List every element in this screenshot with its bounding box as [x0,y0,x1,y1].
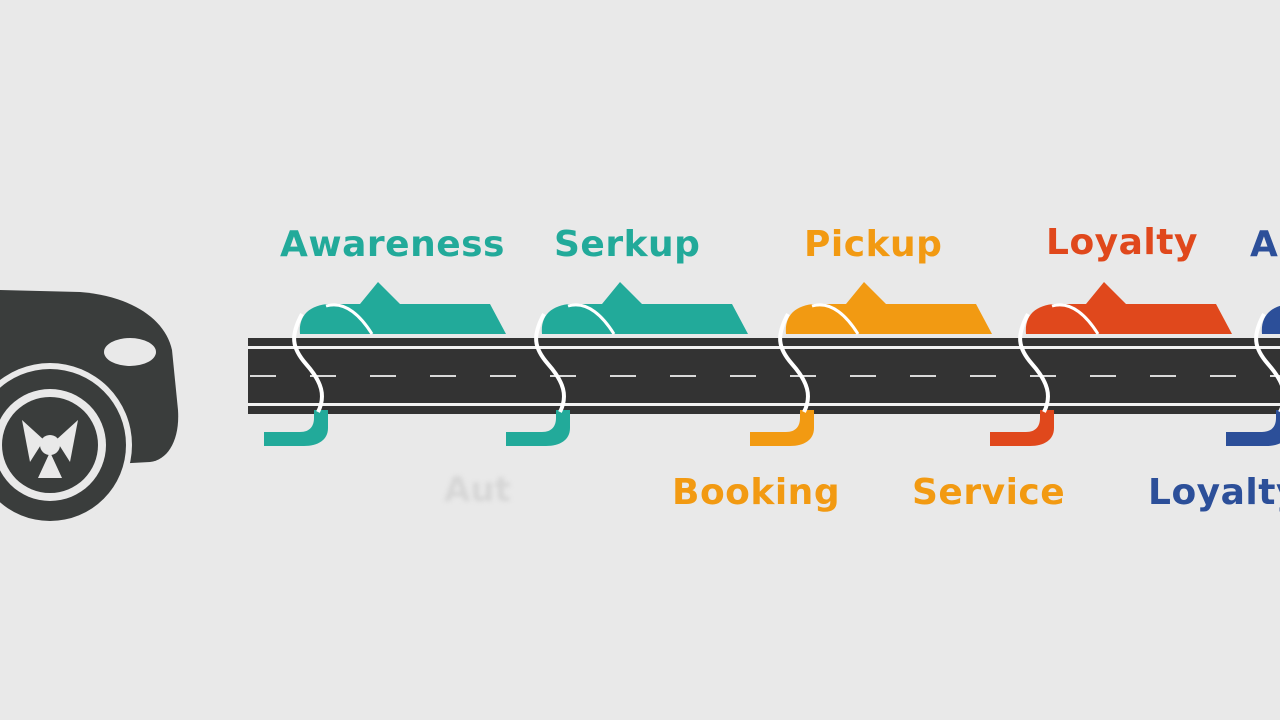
label-booking: Booking [672,472,841,513]
label-serkup: Serkup [554,224,701,265]
wheel-icon [0,363,132,527]
label-faded: Aut [444,470,511,510]
step-marker-next [1226,305,1280,446]
label-awareness: Awareness [280,224,505,265]
label-service: Service [912,472,1066,513]
step-marker-loyalty [990,282,1232,446]
label-a-cut: A [1250,224,1279,265]
car-icon [0,290,179,527]
step-marker-awareness [264,282,506,446]
label-loyalty-bottom: Loyalty [1148,472,1280,513]
label-pickup: Pickup [804,224,943,265]
step-marker-serkup [506,282,748,446]
road-icon [248,338,1280,414]
label-loyalty-top: Loyalty [1046,222,1198,263]
step-marker-pickup [750,282,992,446]
